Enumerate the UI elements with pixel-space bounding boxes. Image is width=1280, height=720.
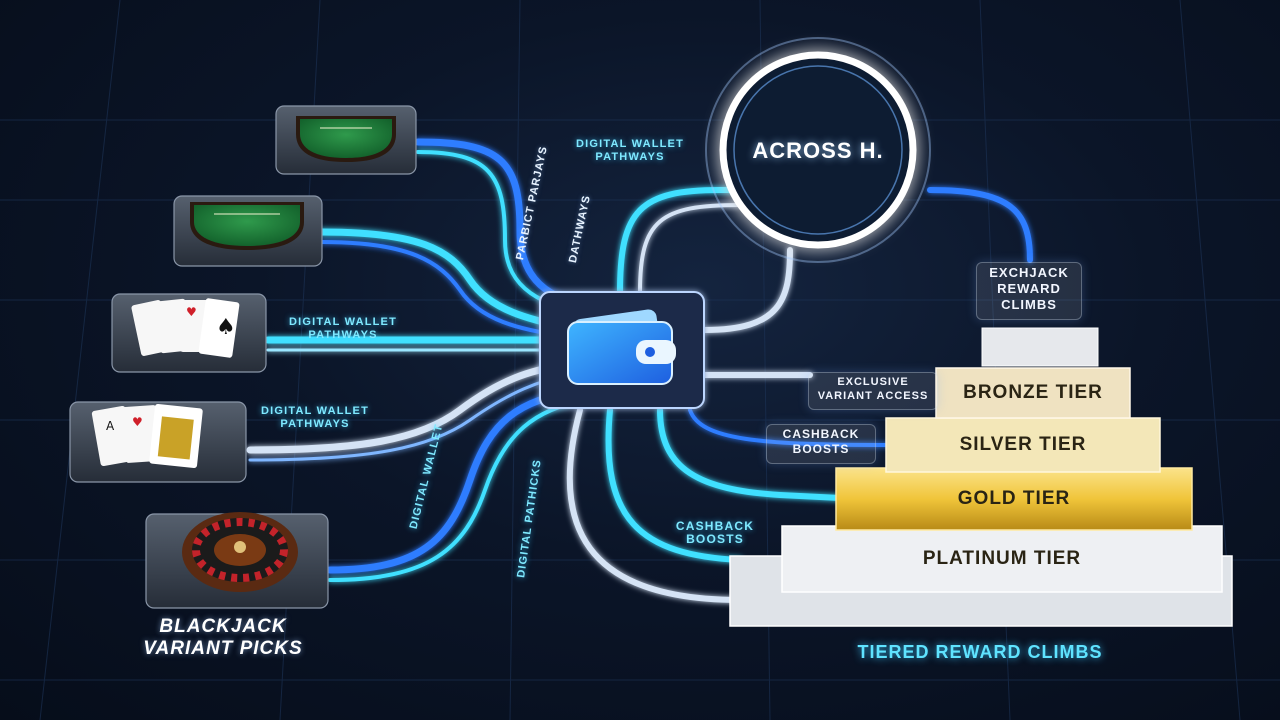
blackjack-table-icon bbox=[190, 202, 304, 250]
callout-cashback: CASHBACK BOOSTS bbox=[766, 424, 876, 464]
path-cards2 bbox=[246, 361, 569, 454]
tier-staircase bbox=[729, 327, 1233, 627]
path-wallet-top bbox=[617, 187, 763, 295]
tile-roulette[interactable] bbox=[145, 512, 329, 609]
path-wallet-platinum-b bbox=[566, 407, 743, 603]
tile-blackjack-table-1[interactable] bbox=[275, 105, 417, 175]
tier-platinum[interactable]: PLATINUM TIER bbox=[782, 526, 1222, 592]
playing-cards-icon: ♠ ♥ bbox=[131, 298, 240, 358]
path-label-left-mid-2: DIGITAL WALLET PATHWAYS bbox=[260, 405, 370, 430]
node-ring bbox=[719, 51, 917, 249]
tile-blackjack-table-2[interactable] bbox=[173, 195, 323, 267]
svg-text:♥: ♥ bbox=[186, 305, 197, 319]
tile-playing-cards-2[interactable]: A ♥ bbox=[69, 401, 247, 483]
bronze-face bbox=[935, 367, 1131, 419]
left-caption-line1: BLACKJACK bbox=[159, 616, 287, 637]
path-wallet-right bbox=[702, 247, 793, 333]
tier-bronze[interactable]: BRONZE TIER bbox=[936, 368, 1130, 418]
path-circle-right bbox=[927, 187, 1033, 263]
svg-text:A: A bbox=[106, 419, 115, 433]
tier-platinum-label: PLATINUM TIER bbox=[922, 548, 1082, 569]
path-table2-cyan bbox=[318, 228, 574, 332]
path-label-top-center: DIGITAL WALLET PATHWAYS bbox=[575, 138, 685, 163]
path-table2-blue bbox=[320, 240, 567, 338]
path-wallet-platinum bbox=[605, 407, 743, 563]
wallet-hub[interactable] bbox=[539, 291, 705, 409]
path-cards2-b bbox=[248, 373, 572, 462]
tier-bronze-label: BRONZE TIER bbox=[963, 382, 1103, 403]
platinum-face bbox=[781, 525, 1223, 593]
left-caption-line2: VARIANT PICKS bbox=[143, 638, 303, 659]
exchjack-step bbox=[981, 327, 1099, 367]
tier-gold[interactable]: GOLD TIER bbox=[836, 468, 1192, 530]
left-caption: BLACKJACK VARIANT PICKS bbox=[118, 616, 328, 660]
path-label-left-mid-1: DIGITAL WALLET PATHWAYS bbox=[288, 316, 398, 341]
blackjack-table-icon bbox=[296, 116, 396, 162]
playing-cards-icon: A ♥ bbox=[91, 403, 203, 469]
node-ring-inner bbox=[733, 65, 903, 235]
wallet-icon bbox=[567, 309, 676, 385]
tier-silver[interactable]: SILVER TIER bbox=[886, 418, 1160, 472]
path-roulette-b bbox=[328, 398, 587, 582]
path-roulette bbox=[326, 388, 579, 574]
bottom-caption: TIERED REWARD CLIMBS bbox=[857, 642, 1103, 662]
path-wallet-top-b bbox=[638, 203, 742, 294]
node-ring-outer bbox=[705, 37, 931, 263]
across-node[interactable] bbox=[705, 37, 931, 263]
tier-silver-label: SILVER TIER bbox=[959, 434, 1087, 455]
tile-playing-cards-1[interactable]: ♠ ♥ bbox=[111, 293, 267, 373]
callout-exclusive-access: EXCLUSIVE VARIANT ACCESS bbox=[808, 372, 938, 410]
path-label-cashback-lower: CASHBACK BOOSTS bbox=[675, 519, 755, 546]
tier-gold-label: GOLD TIER bbox=[957, 488, 1071, 509]
roulette-wheel-icon bbox=[182, 512, 298, 592]
path-wallet-silver bbox=[688, 408, 892, 447]
svg-text:♠: ♠ bbox=[216, 315, 236, 340]
gold-face bbox=[835, 467, 1193, 531]
callout-exchjack: EXCHJACK REWARD CLIMBS bbox=[976, 262, 1082, 320]
path-wallet-gold bbox=[657, 407, 843, 501]
across-node-label: ACROSS H. bbox=[752, 138, 884, 163]
svg-text:♥: ♥ bbox=[132, 415, 143, 429]
